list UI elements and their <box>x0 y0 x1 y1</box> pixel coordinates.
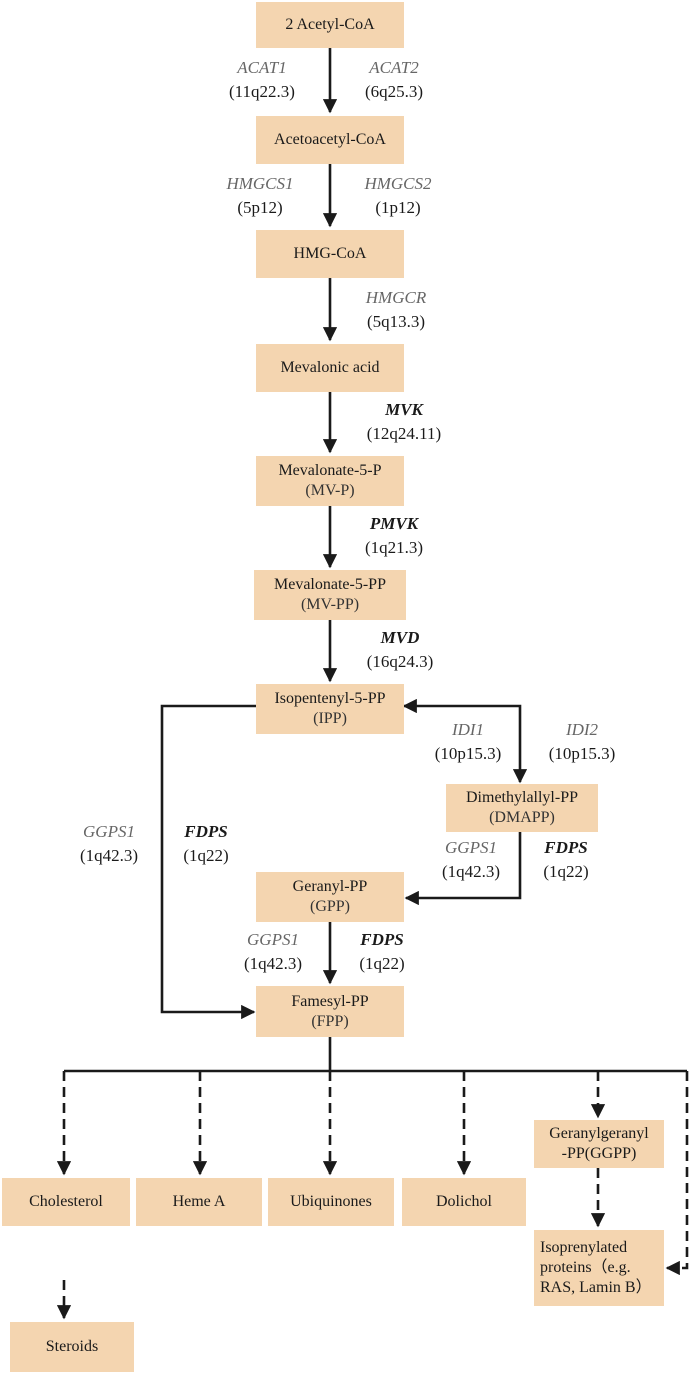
gene-name: HMGCS2 <box>364 174 432 193</box>
gene-name: MVK <box>385 400 423 419</box>
node-mvp: Mevalonate-5-P (MV-P) <box>256 456 404 506</box>
gene-locus: (12q24.11) <box>366 424 442 443</box>
gene-name: IDI2 <box>565 720 599 739</box>
gene-name: GGPS1 <box>445 838 497 857</box>
enzyme-hmgcs1: HMGCS1 (5p12) <box>206 172 314 220</box>
node-label: RAS, Lamin B） <box>540 1279 652 1296</box>
node-cholesterol: Cholesterol <box>2 1178 130 1226</box>
enzyme-fdps-dmapp-gpp: FDPS (1q22) <box>528 836 604 884</box>
node-mevalonic-acid: Mevalonic acid <box>256 344 404 392</box>
node-label: Mevalonic acid <box>280 359 380 376</box>
enzyme-pmvk: PMVK (1q21.3) <box>344 512 444 560</box>
arrow-ipp-to-fpp <box>160 704 256 1020</box>
enzyme-acat2: ACAT2 (6q25.3) <box>344 56 444 104</box>
node-hmg-coa: HMG-CoA <box>256 230 404 278</box>
node-sublabel: (DMAPP) <box>489 809 555 826</box>
node-acetoacetyl-coa: Acetoacetyl-CoA <box>256 116 404 164</box>
node-sublabel: -PP(GGPP) <box>561 1145 637 1162</box>
gene-name: FDPS <box>360 930 404 949</box>
gene-locus: (1q22) <box>359 954 405 973</box>
node-fpp: Famesyl-PP (FPP) <box>256 986 404 1037</box>
node-ggpp: Geranylgeranyl -PP(GGPP) <box>534 1120 664 1168</box>
enzyme-hmgcs2: HMGCS2 (1p12) <box>344 172 452 220</box>
node-ipp: Isopentenyl-5-PP (IPP) <box>256 684 404 734</box>
node-sublabel: (MV-P) <box>305 482 355 499</box>
node-isoprenylated-proteins: Isoprenylated proteins（e.g. RAS, Lamin B… <box>534 1230 664 1306</box>
enzyme-ggps1-dmapp-gpp: GGPS1 (1q42.3) <box>424 836 518 884</box>
enzyme-hmgcr: HMGCR (5q13.3) <box>344 286 448 334</box>
node-label: Mevalonate-5-P <box>278 462 382 479</box>
node-acetyl-coa: 2 Acetyl-CoA <box>256 2 404 48</box>
arrow-dmapp-to-gpp <box>404 832 522 906</box>
node-label: Geranylgeranyl <box>549 1125 649 1142</box>
gene-name: HMGCR <box>365 288 427 307</box>
gene-name: PMVK <box>369 514 419 533</box>
node-ubiquinones: Ubiquinones <box>268 1178 394 1226</box>
gene-locus: (5p12) <box>237 198 283 217</box>
gene-name: FDPS <box>184 822 228 841</box>
gene-locus: (1q42.3) <box>79 846 139 865</box>
gene-name: HMGCS1 <box>226 174 294 193</box>
node-label: Mevalonate-5-PP <box>274 576 386 593</box>
enzyme-ggps1-gpp-fpp: GGPS1 (1q42.3) <box>226 928 320 976</box>
arrow-fpp-to-isoprenylated <box>665 1071 689 1276</box>
node-label: Isopentenyl-5-PP <box>274 690 386 707</box>
gene-locus: (16q24.3) <box>366 652 434 671</box>
node-label: Steroids <box>45 1338 99 1355</box>
gene-locus: (10p15.3) <box>548 744 616 763</box>
node-sublabel: (MV-PP) <box>300 596 360 613</box>
node-steroids: Steroids <box>10 1322 134 1372</box>
gene-locus: (1q42.3) <box>441 862 501 881</box>
node-sublabel: (GPP) <box>309 898 350 915</box>
gene-locus: (1q42.3) <box>243 954 303 973</box>
enzyme-idi1: IDI1 (10p15.3) <box>418 718 518 766</box>
node-mvpp: Mevalonate-5-PP (MV-PP) <box>254 570 406 620</box>
node-label: Cholesterol <box>29 1193 103 1210</box>
gene-name: MVD <box>380 628 420 647</box>
gene-locus: (1q22) <box>183 846 229 865</box>
gene-locus: (11q22.3) <box>229 82 295 101</box>
enzyme-idi2: IDI2 (10p15.3) <box>530 718 634 766</box>
node-label: Dimethylallyl-PP <box>466 789 578 806</box>
gene-locus: (5q13.3) <box>366 312 426 331</box>
node-sublabel: (FPP) <box>311 1012 349 1030</box>
node-sublabel: (IPP) <box>313 710 347 727</box>
node-dmapp: Dimethylallyl-PP (DMAPP) <box>446 784 598 832</box>
node-label: Ubiquinones <box>290 1193 372 1210</box>
gene-locus: (1p12) <box>375 198 421 217</box>
gene-name: ACAT1 <box>237 58 287 77</box>
node-label: 2 Acetyl-CoA <box>285 16 375 33</box>
node-label: Famesyl-PP <box>291 992 369 1010</box>
enzyme-mvk: MVK (12q24.11) <box>344 398 464 446</box>
gene-name: ACAT2 <box>369 58 419 77</box>
node-dolichol: Dolichol <box>402 1178 526 1226</box>
node-label: Dolichol <box>436 1193 492 1210</box>
gene-locus: (6q25.3) <box>364 82 424 101</box>
gene-name: GGPS1 <box>247 930 299 949</box>
arrow-ipp-dmapp <box>402 698 528 784</box>
enzyme-fdps-ipp-fpp: FDPS (1q22) <box>168 820 244 868</box>
node-heme-a: Heme A <box>136 1178 262 1226</box>
enzyme-mvd: MVD (16q24.3) <box>344 626 456 674</box>
enzyme-ggps1-ipp-fpp: GGPS1 (1q42.3) <box>62 820 156 868</box>
enzyme-acat1: ACAT1 (11q22.3) <box>208 56 316 104</box>
node-label: HMG-CoA <box>293 245 367 262</box>
node-label: Acetoacetyl-CoA <box>274 131 386 148</box>
enzyme-fdps-gpp-fpp: FDPS (1q22) <box>344 928 420 976</box>
gene-name: IDI1 <box>451 720 485 739</box>
node-label: Isoprenylated <box>540 1239 628 1256</box>
gene-locus: (1q21.3) <box>364 538 424 557</box>
gene-name: GGPS1 <box>83 822 135 841</box>
node-label: proteins（e.g. <box>540 1259 631 1276</box>
gene-name: FDPS <box>544 838 588 857</box>
gene-locus: (10p15.3) <box>434 744 502 763</box>
gene-locus: (1q22) <box>543 862 589 881</box>
node-label: Geranyl-PP <box>292 878 368 895</box>
node-label: Heme A <box>172 1193 226 1210</box>
node-gpp: Geranyl-PP (GPP) <box>256 872 404 922</box>
